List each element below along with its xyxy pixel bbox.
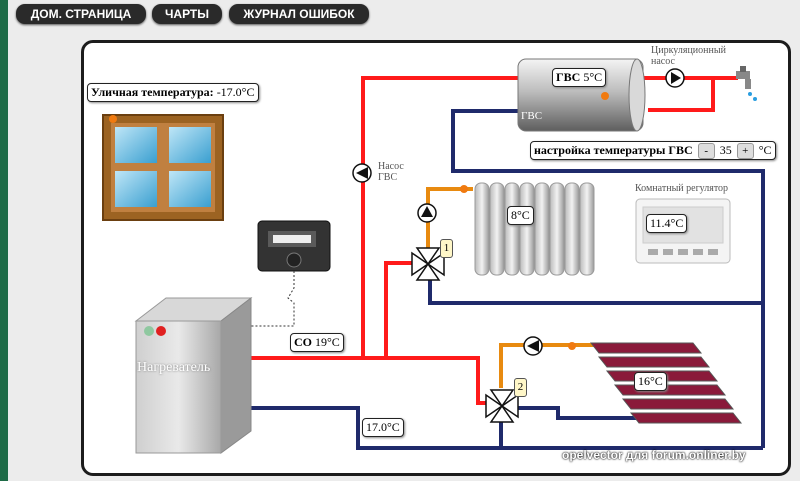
dhw-tank-body-text: ГВС — [521, 110, 543, 122]
heater-boiler — [134, 296, 253, 454]
outdoor-temp-value: -17.0°C — [216, 85, 255, 99]
left-accent-strip — [0, 0, 8, 481]
radiator — [474, 182, 595, 276]
outdoor-temp-title: Уличная температура: — [91, 85, 214, 99]
nav-charts-button[interactable]: ЧАРТЫ — [152, 4, 222, 24]
dhw-setting-unit: °C — [758, 143, 772, 157]
mixing-valve-2-icon — [485, 389, 519, 423]
dhw-pump-label: Насос ГВС — [378, 161, 404, 183]
co-temp-label: СО 19°C — [290, 333, 344, 352]
co-temp-title: СО — [294, 335, 312, 349]
mixing-valve-1-icon — [411, 247, 445, 281]
dhw-pump-icon — [352, 163, 372, 183]
floor-pump-icon — [523, 336, 543, 356]
circulation-pump-icon — [665, 68, 685, 88]
dhw-tank-temp-label: ГВС 5°C — [552, 68, 607, 87]
dhw-setting-control: настройка температуры ГВС - 35 + °C — [530, 141, 776, 160]
valve-1-badge: 1 — [440, 239, 453, 258]
loop-pipes — [426, 187, 598, 388]
circulation-pump-label: Циркуляционный насос — [651, 45, 726, 67]
radiator-pump-icon — [417, 203, 437, 223]
dhw-setting-increase-button[interactable]: + — [736, 143, 754, 160]
co-temp-value: 19°C — [315, 335, 340, 349]
watermark: opelvector для forum.onliner.by — [562, 448, 746, 462]
return-temp-label: 17.0°C — [362, 418, 404, 437]
radiator-sensor-dot — [460, 185, 468, 193]
dhw-tank — [517, 58, 646, 132]
dhw-tank-temp-title: ГВС — [556, 70, 581, 84]
valve-2-badge: 2 — [514, 378, 527, 397]
faucet-icon — [736, 66, 757, 101]
nav-home-button[interactable]: ДОМ. СТРАНИЦА — [16, 4, 146, 24]
dhw-setting-value: 35 — [719, 143, 732, 157]
heating-scheme-diagram — [102, 58, 765, 454]
nav-error-log-button[interactable]: ЖУРНАЛ ОШИБОК — [229, 4, 369, 24]
heater-label: Нагреватель — [137, 360, 211, 375]
heating-scheme-panel: Уличная температура: -17.0°C ГВС 5°C ГВС… — [81, 40, 791, 476]
dhw-tank-temp-value: 5°C — [583, 70, 603, 84]
floor-sensor-dot — [568, 342, 576, 350]
return-pipes — [251, 109, 765, 450]
supply-pipes — [251, 76, 738, 405]
dhw-setting-title: настройка температуры ГВС — [534, 143, 693, 157]
room-regulator-label: Комнатный регулятор — [635, 183, 729, 194]
floor-temp-label: 16°C — [634, 372, 667, 391]
boiler-controller-icon — [257, 220, 331, 272]
controller-cable — [251, 271, 295, 327]
radiator-temp-label: 8°C — [507, 206, 534, 225]
outdoor-temp-label: Уличная температура: -17.0°C — [87, 83, 259, 102]
dhw-setting-decrease-button[interactable]: - — [697, 143, 715, 160]
room-regulator-temp: 11.4°C — [646, 214, 688, 233]
window-icon — [102, 114, 224, 221]
